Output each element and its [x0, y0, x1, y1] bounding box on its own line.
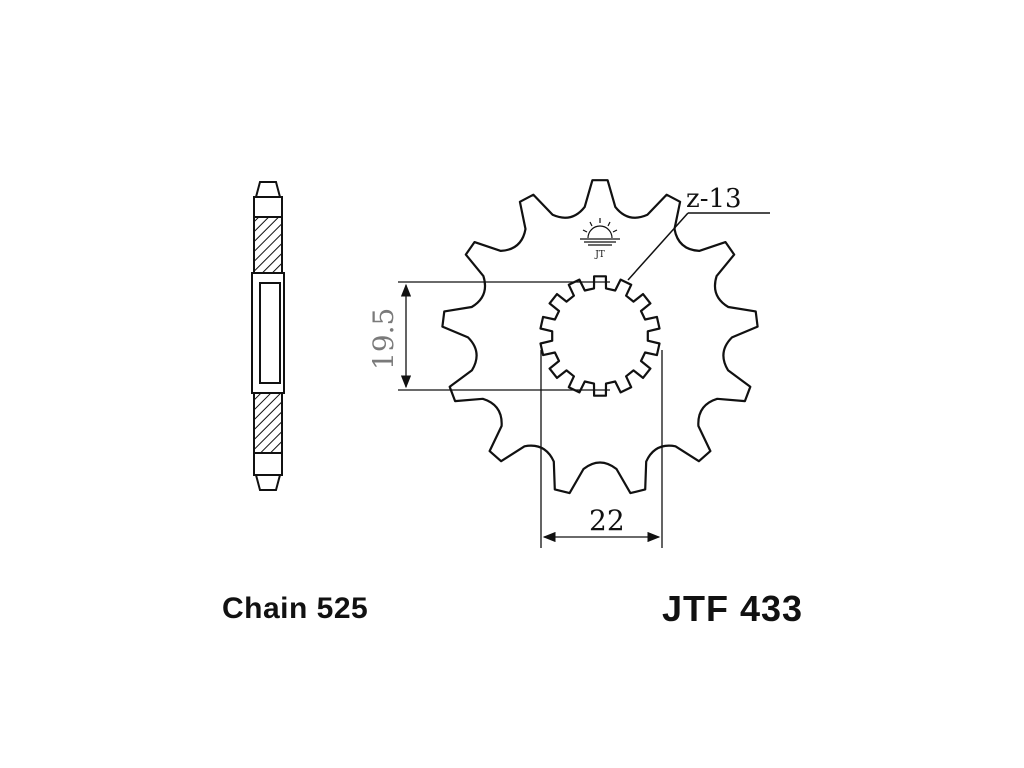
teeth-count-label: z-13 — [686, 184, 742, 214]
side-profile-bottom-tip — [255, 474, 281, 491]
side-profile-top-tip — [255, 181, 281, 198]
side-profile-hub-inner — [259, 282, 281, 384]
side-profile-view — [251, 181, 285, 491]
spline-width-label: 22 — [589, 504, 625, 537]
spline-bore — [539, 275, 661, 397]
spline-width-dimension: 22 — [540, 350, 663, 548]
teeth-count-leader — [627, 212, 689, 281]
side-profile-top-hatch — [253, 216, 283, 274]
side-profile-top-body — [253, 196, 283, 218]
jt-logo-mark: JT — [594, 250, 605, 260]
inner-height-label: 19.5 — [367, 308, 400, 370]
chain-size-label: Chain 525 — [222, 592, 369, 625]
teeth-count-callout: z-13 — [627, 184, 770, 281]
inner-height-dimension: 19.5 — [367, 281, 610, 391]
part-number-label: JTF 433 — [662, 588, 804, 629]
jt-logo-sun — [587, 225, 613, 239]
side-profile-bottom-hatch — [253, 392, 283, 454]
jt-logo: JT — [580, 218, 620, 260]
side-profile-bottom-body — [253, 452, 283, 476]
